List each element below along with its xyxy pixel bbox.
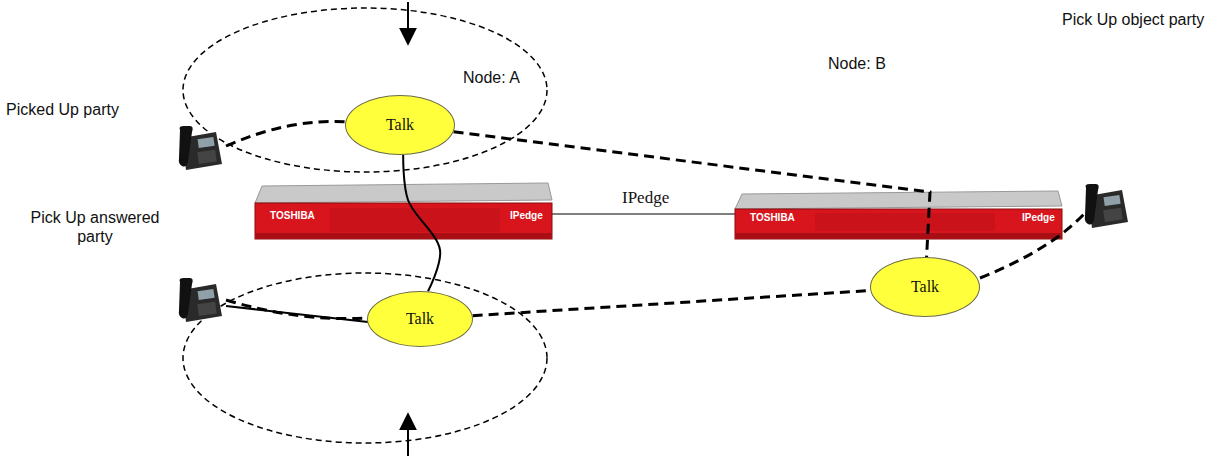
entry-arrow — [407, 2, 409, 44]
party-label: Pick Up object party — [1062, 10, 1204, 29]
phone-set — [179, 126, 222, 170]
entry-arrow — [407, 414, 409, 456]
model-text: IPedge — [510, 210, 543, 222]
model-text: IPedge — [1022, 212, 1055, 224]
voice-path — [226, 122, 347, 147]
node-name: Node: B — [828, 54, 886, 73]
ip-link — [552, 214, 735, 215]
talk-ellipse: Talk — [345, 95, 455, 155]
talk-label: Talk — [406, 310, 434, 328]
talk-label: Talk — [911, 278, 939, 296]
talk-ellipse: Talk — [870, 257, 980, 317]
brand-text: TOSHIBA — [750, 212, 795, 224]
talk-label: Talk — [386, 116, 414, 134]
node-name: Node: A — [463, 68, 520, 87]
voice-path — [980, 214, 1084, 278]
talk-ellipse: Talk — [367, 291, 473, 347]
phone-set — [1085, 184, 1128, 228]
link-label: IPedge — [622, 188, 669, 208]
server-unit — [255, 183, 552, 239]
brand-text: TOSHIBA — [270, 210, 315, 222]
node-region — [183, 273, 547, 443]
handset-line — [226, 306, 368, 322]
server-unit — [735, 191, 1062, 239]
party-label: Pick Up answered party — [20, 208, 170, 246]
voice-connection — [473, 290, 871, 315]
phone-set — [179, 278, 222, 322]
voice-connection — [454, 132, 930, 257]
voice-connection — [403, 155, 440, 291]
node-region — [183, 8, 547, 172]
party-label: Picked Up party — [6, 100, 119, 119]
